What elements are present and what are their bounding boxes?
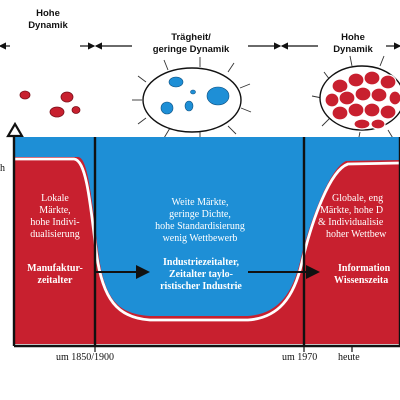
header-middle-line-2: geringe Dynamik bbox=[152, 44, 230, 55]
header-right-line-1: Hohe bbox=[341, 32, 365, 43]
phase-right-description-line: Märkte, hohe D bbox=[320, 205, 384, 216]
header-middle: Trägheit/ geringe Dynamik bbox=[132, 32, 250, 56]
phase-left-description: Lokale Märkte, hohe Indivi- dualisierung bbox=[16, 193, 94, 241]
header-left-line-1: Hohe bbox=[36, 8, 60, 19]
phase-middle-description: Weite Märkte, geringe Dichte, hohe Stand… bbox=[120, 197, 280, 245]
phase-left-description-line: hohe Indivi- bbox=[30, 217, 80, 228]
phase-right-description-line: hoher Wettbew bbox=[326, 229, 387, 240]
valley-curve bbox=[14, 157, 400, 322]
header-left-line-2: Dynamik bbox=[28, 20, 68, 31]
phase-middle-era-line: Zeitalter taylo- bbox=[169, 269, 233, 280]
background-blue-band bbox=[14, 137, 400, 157]
phase-right-era-line: Information bbox=[338, 263, 391, 274]
phase-middle-description-line: geringe Dichte, bbox=[169, 209, 231, 220]
phase-middle-description-line: hohe Standardisierung bbox=[155, 221, 245, 232]
left-edge-fragment: h bbox=[0, 163, 5, 174]
phase-left-era-line: Manufaktur- bbox=[27, 263, 83, 274]
phase-left-description-line: Lokale bbox=[41, 193, 69, 204]
sparse-cell-icon bbox=[132, 57, 252, 142]
phase-right-description-line: Globale, eng bbox=[332, 193, 384, 204]
header-left: Hohe Dynamik bbox=[18, 8, 78, 32]
phase-middle-description-line: wenig Wettbewerb bbox=[162, 233, 238, 244]
scattered-particles-icon bbox=[19, 90, 81, 118]
header-right-line-2: Dynamik bbox=[333, 44, 373, 55]
tick-label-1850: um 1850/1900 bbox=[56, 352, 115, 363]
phase-left-era-line: zeitalter bbox=[37, 275, 73, 286]
header-right: Hohe Dynamik bbox=[320, 32, 386, 56]
x-axis-ticks bbox=[94, 346, 353, 352]
phase-left-era: Manufaktur- zeitalter bbox=[16, 263, 94, 287]
phase-middle-era-line: ristischer Industrie bbox=[160, 281, 242, 292]
phase-middle-description-line: Weite Märkte, bbox=[171, 197, 229, 208]
header-middle-line-1: Trägheit/ bbox=[171, 32, 211, 43]
y-axis-arrow bbox=[6, 121, 24, 138]
phase-right-era: Information Wissenszeita bbox=[318, 263, 400, 287]
phase-right-description-line: & Individualisie bbox=[318, 217, 384, 228]
phase-left-description-line: dualisierung bbox=[30, 229, 80, 240]
dense-cluster-icon bbox=[311, 55, 400, 143]
era-dividers bbox=[12, 137, 400, 346]
phase-left-description-line: Märkte, bbox=[39, 205, 71, 216]
tick-label-heute: heute bbox=[338, 352, 360, 363]
tick-label-1970: um 1970 bbox=[282, 352, 318, 363]
phase-right-description: Globale, eng Märkte, hohe D & Individual… bbox=[318, 193, 400, 241]
phase-right-era-line: Wissenszeita bbox=[334, 275, 389, 286]
phase-middle-era-line: Industriezeitalter, bbox=[162, 257, 239, 268]
phase-middle-era: Industriezeitalter, Zeitalter taylo- ris… bbox=[142, 257, 260, 293]
